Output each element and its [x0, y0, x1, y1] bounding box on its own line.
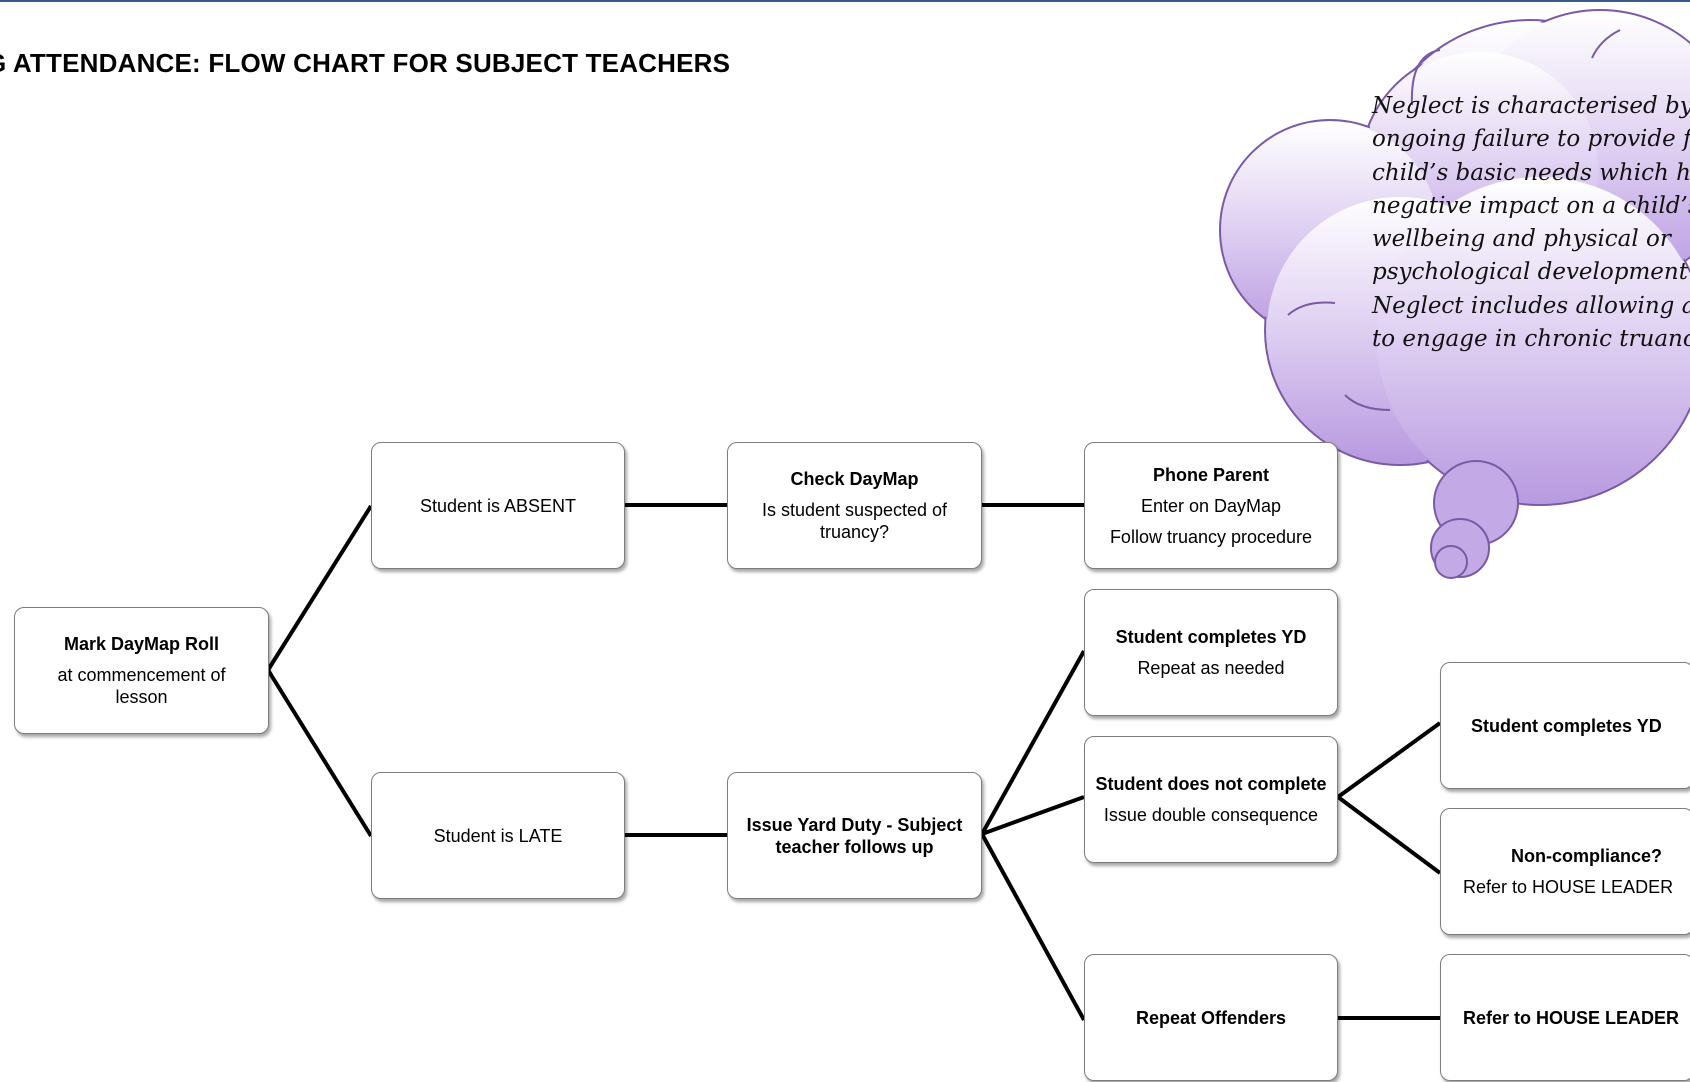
repeat-offenders-box: Repeat Offenders — [1084, 954, 1338, 1081]
thought-cloud-text: Neglect is characterised by ongoing fail… — [1372, 90, 1690, 356]
box-title: Student completes YD — [1471, 715, 1662, 736]
refer-house-leader-box: Refer to HOUSE LEADER — [1440, 954, 1690, 1081]
student-late-box: Student is LATE — [371, 772, 625, 899]
box-text: Student is LATE — [433, 825, 563, 846]
non-compliance-box: Non-compliance? Refer to HOUSE LEADER — [1440, 808, 1690, 935]
box-text: at commencement of lesson — [57, 665, 226, 707]
connector — [1336, 795, 1442, 875]
box-text: Student is ABSENT — [419, 495, 577, 516]
box-text: Is student suspected of truancy? — [761, 500, 948, 542]
cloud-line: Neglect includes allowing a — [1372, 292, 1690, 319]
cloud-line: ongoing failure to provide f — [1372, 126, 1690, 153]
box-text: Follow truancy procedure — [1109, 526, 1313, 547]
cloud-line: Neglect is characterised by — [1372, 93, 1690, 119]
box-title: Check DayMap — [790, 469, 919, 489]
cloud-line: wellbeing and physical or — [1372, 226, 1671, 253]
box-text: Repeat as needed — [1137, 658, 1285, 678]
box-title: Phone Parent — [1152, 464, 1270, 485]
box-title: Repeat Offenders — [1135, 1007, 1287, 1028]
box-title: Issue Yard Duty - Subject teacher follow… — [746, 814, 963, 857]
box-title: Mark DayMap Roll — [63, 634, 220, 654]
check-daymap-box: Check DayMap Is student suspected of tru… — [727, 442, 982, 569]
student-completes-yd-2-box: Student completes YD — [1440, 662, 1690, 789]
connector — [980, 833, 1086, 1021]
connector — [1336, 721, 1442, 799]
mark-daymap-roll-box: Mark DayMap Roll at commencement of less… — [14, 607, 269, 734]
box-text: Issue double consequence — [1103, 805, 1319, 825]
cloud-line: child’s basic needs which ha — [1372, 159, 1690, 186]
cloud-line: negative impact on a child’s — [1372, 192, 1690, 219]
top-border — [0, 0, 1690, 2]
page-title: G ATTENDANCE: FLOW CHART FOR SUBJECT TEA… — [0, 48, 731, 78]
cloud-line: to engage in chronic truanc — [1372, 326, 1690, 353]
connector — [266, 504, 373, 672]
box-text: Refer to HOUSE LEADER — [1463, 877, 1674, 897]
box-title: Student completes YD — [1115, 627, 1307, 647]
box-title: Refer to HOUSE LEADER — [1463, 1007, 1680, 1028]
connector — [981, 795, 1085, 836]
box-text: Enter on DayMap — [1140, 495, 1282, 516]
student-absent-box: Student is ABSENT — [371, 442, 625, 569]
cloud-line: psychological development. — [1372, 259, 1690, 286]
box-title: Non-compliance? — [1511, 846, 1663, 866]
student-completes-yd-box: Student completes YD Repeat as needed — [1084, 589, 1338, 716]
connector — [980, 650, 1086, 835]
phone-parent-box: Phone Parent Enter on DayMap Follow trua… — [1084, 442, 1338, 569]
box-title: Student does not complete — [1095, 774, 1327, 794]
connector — [266, 668, 373, 838]
issue-yard-duty-box: Issue Yard Duty - Subject teacher follow… — [727, 772, 982, 899]
student-does-not-complete-box: Student does not complete Issue double c… — [1084, 736, 1338, 863]
